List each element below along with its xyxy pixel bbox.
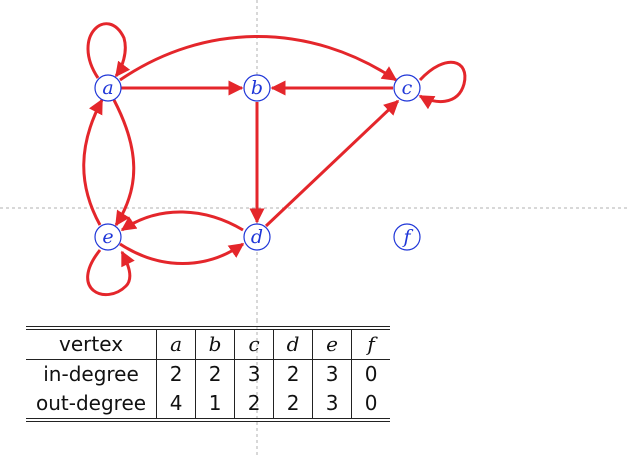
vertex-col-e: e bbox=[312, 328, 352, 360]
table-header-row: vertex a b c d e f bbox=[26, 328, 391, 360]
table-cell: 1 bbox=[195, 389, 235, 420]
table-cell: 2 bbox=[273, 389, 313, 420]
vertex-e: e bbox=[94, 223, 122, 251]
vertex-label: b bbox=[251, 77, 263, 99]
vertex-b: b bbox=[243, 74, 271, 102]
table-cell: 3 bbox=[312, 359, 352, 389]
vertex-circle bbox=[243, 74, 271, 102]
edge-a-to-e bbox=[112, 99, 136, 227]
vertex-label: c bbox=[402, 77, 413, 99]
edge-a-to-c bbox=[119, 35, 398, 82]
vertex-label: d bbox=[251, 226, 263, 248]
edge-e-to-d bbox=[119, 242, 245, 265]
table-cell: 4 bbox=[156, 389, 196, 420]
vertex-label: a bbox=[102, 77, 113, 99]
row-label: in-degree bbox=[43, 362, 139, 386]
vertex-label: f bbox=[401, 226, 413, 248]
edge-e-to-a bbox=[82, 98, 104, 226]
edges bbox=[82, 22, 467, 297]
table-cell: 2 bbox=[234, 389, 274, 420]
table-cell: 0 bbox=[351, 359, 391, 389]
table-cell: 0 bbox=[351, 389, 391, 420]
in-degree-row: in-degree 2 2 3 2 3 0 bbox=[26, 359, 391, 389]
edge-d-to-c bbox=[264, 99, 400, 228]
vertex-col-a: a bbox=[156, 328, 196, 360]
edge-e-to-e bbox=[86, 249, 135, 297]
vertex-d: d bbox=[243, 223, 271, 251]
vertex-circle bbox=[243, 223, 271, 251]
nodes: a b c d e f bbox=[94, 74, 421, 251]
vertex-header: vertex bbox=[26, 328, 157, 360]
vertex-label: e bbox=[102, 226, 113, 248]
table-cell: 2 bbox=[156, 359, 196, 389]
vertex-col-b: b bbox=[195, 328, 235, 360]
table-cell: 2 bbox=[273, 359, 313, 389]
edge-a-to-a bbox=[86, 22, 131, 79]
vertex-circle bbox=[393, 74, 421, 102]
table-cell: 3 bbox=[312, 389, 352, 420]
vertex-col-d: d bbox=[273, 328, 313, 360]
table-cell: 3 bbox=[234, 359, 274, 389]
vertex-circle bbox=[94, 74, 122, 102]
vertex-circle bbox=[94, 223, 122, 251]
vertex-circle bbox=[393, 223, 421, 251]
table-cell: 2 bbox=[195, 359, 235, 389]
vertex-col-f: f bbox=[351, 328, 391, 360]
vertex-a: a bbox=[94, 74, 122, 102]
vertex-f: f bbox=[393, 223, 421, 251]
edge-d-to-e bbox=[120, 210, 244, 232]
row-label: out-degree bbox=[36, 391, 147, 415]
vertex-c: c bbox=[393, 74, 421, 102]
guide-lines bbox=[0, 0, 630, 320]
edge-c-to-c bbox=[418, 60, 467, 110]
vertex-col-c: c bbox=[234, 328, 274, 360]
out-degree-row: out-degree 4 1 2 2 3 0 bbox=[26, 389, 391, 420]
degree-table: vertex a b c d e f in-degree 2 2 3 2 3 0… bbox=[26, 326, 391, 422]
directed-graph: a b c d e f bbox=[0, 0, 630, 320]
